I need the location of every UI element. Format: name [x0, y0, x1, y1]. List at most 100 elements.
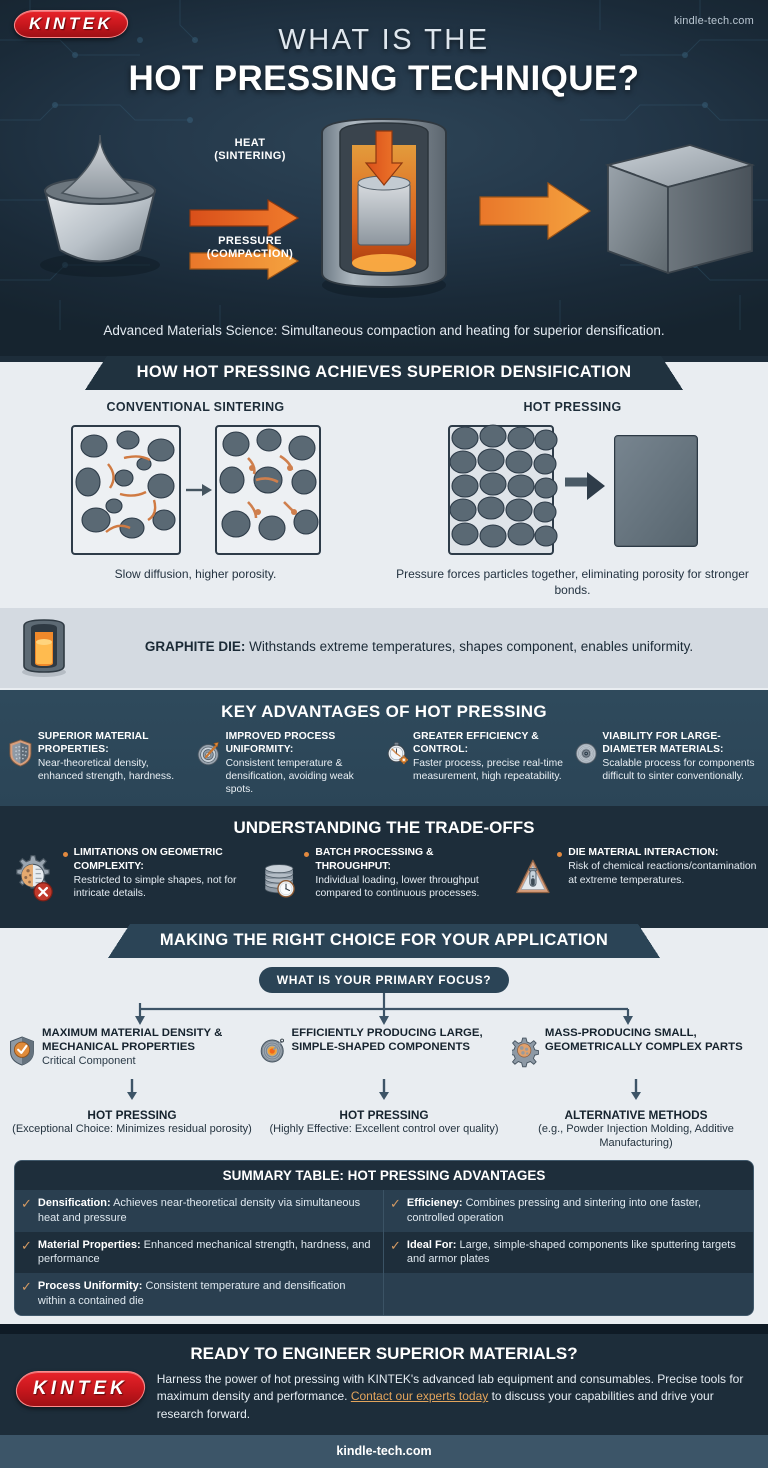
- choice-title: MASS-PRODUCING SMALL, GEOMETRICALLY COMP…: [544, 1027, 743, 1053]
- summary-cell-label: Efficieney:: [406, 1197, 463, 1210]
- graphite-die-band: GRAPHITE DIE: Withstands extreme tempera…: [0, 608, 768, 689]
- contact-experts-link[interactable]: Contact our experts today: [350, 1389, 489, 1404]
- densification-section: HOW HOT PRESSING ACHIEVES SUPERIOR DENSI…: [0, 356, 768, 691]
- summary-cell-label: Material Properties:: [37, 1238, 141, 1251]
- kintek-logo-footer-text: KINTEK: [33, 1377, 128, 1399]
- hazard-test-tube-icon: [516, 859, 550, 894]
- graphite-die-label: GRAPHITE DIE:: [144, 639, 246, 655]
- pressure-arrow-sublabel: (COMPACTION): [206, 247, 294, 260]
- choice-result: ALTERNATIVE METHODS: [564, 1108, 708, 1123]
- bullet-dot: [557, 852, 563, 858]
- tradeoffs-title: UNDERSTANDING THE TRADE-OFFS: [233, 818, 535, 838]
- hero-caption: Advanced Materials Science: Simultaneous…: [103, 323, 665, 338]
- check-icon: ✓: [21, 1279, 32, 1295]
- advantages-title: KEY ADVANTAGES OF HOT PRESSING: [221, 702, 547, 722]
- summary-cell: ✓ Densification: Achieves near-theoretic…: [15, 1190, 384, 1232]
- advantage-body: Faster process, precise real-time measur…: [413, 757, 563, 782]
- shield-check-icon: [10, 1036, 34, 1066]
- tradeoff-body: Individual loading, lower throughput com…: [315, 874, 480, 900]
- down-arrow-icon: [260, 1079, 508, 1106]
- summary-cell: ✓ Process Uniformity: Consistent tempera…: [15, 1273, 384, 1315]
- advantage-title: IMPROVED PROCESS UNIFORMITY:: [225, 731, 336, 756]
- target-arrow-icon: [197, 742, 219, 766]
- summary-cell-text: Consistent temperature and densification…: [37, 1280, 346, 1307]
- hot-pressing-heading: HOT PRESSING: [523, 400, 622, 414]
- tradeoff-item: BATCH PROCESSING & THROUGHPUT: Individua…: [263, 846, 506, 912]
- graphite-die-text: Withstands extreme temperatures, shapes …: [245, 639, 694, 655]
- tradeoffs-section: UNDERSTANDING THE TRADE-OFFS LIMI: [0, 806, 768, 925]
- stacked-discs-clock-icon: [264, 864, 295, 898]
- conventional-sintering-diagram: [70, 425, 321, 555]
- tradeoff-body: Risk of chemical reactions/contamination…: [568, 860, 757, 886]
- advantage-item: VIABILITY FOR LARGE-DIAMETER MATERIALS: …: [575, 730, 760, 796]
- summary-table: SUMMARY TABLE: HOT PRESSING ADVANTAGES ✓…: [14, 1160, 754, 1316]
- gear-error-icon: [16, 855, 53, 902]
- footer-url: kindle-tech.com: [0, 1435, 768, 1468]
- tradeoff-item: DIE MATERIAL INTERACTION: Risk of chemic…: [515, 846, 758, 912]
- summary-cell-text: Achieves near-theoretical density via si…: [37, 1197, 361, 1224]
- summary-cell: ✓ Ideal For: Large, simple-shaped compon…: [384, 1232, 753, 1274]
- tradeoff-title: DIE MATERIAL INTERACTION:: [568, 847, 719, 859]
- hot-pressing-diagram: [447, 424, 698, 555]
- cta-title: READY TO ENGINEER SUPERIOR MATERIALS?: [190, 1343, 578, 1363]
- shield-icon: [9, 739, 32, 767]
- hot-pressing-caption: Pressure forces particles together, elim…: [396, 567, 749, 597]
- choice-branch: EFFICIENTLY PRODUCING LARGE, SIMPLE-SHAP…: [260, 1027, 508, 1150]
- tradeoff-title: LIMITATIONS ON GEOMETRIC COMPLEXITY:: [73, 847, 223, 872]
- check-icon: ✓: [390, 1237, 401, 1253]
- kintek-logo-footer[interactable]: KINTEK: [13, 1370, 147, 1407]
- summary-cell-label: Densification:: [37, 1197, 111, 1210]
- choice-note: (e.g., Powder Injection Molding, Additiv…: [538, 1123, 734, 1150]
- choice-result: HOT PRESSING: [339, 1108, 429, 1123]
- summary-cell-text: Large, simple-shaped components like spu…: [406, 1238, 736, 1266]
- choice-branch: MAXIMUM MATERIAL DENSITY & MECHANICAL PR…: [8, 1027, 256, 1150]
- site-url-top: kindle-tech.com: [673, 15, 754, 27]
- tradeoff-item: LIMITATIONS ON GEOMETRIC COMPLEXITY: Res…: [10, 846, 253, 912]
- bullet-dot: [62, 852, 68, 858]
- conventional-sintering-caption: Slow diffusion, higher porosity.: [114, 567, 277, 581]
- summary-cell-label: Process Uniformity:: [37, 1280, 143, 1293]
- choice-title: EFFICIENTLY PRODUCING LARGE, SIMPLE-SHAP…: [291, 1027, 483, 1053]
- choice-banner: MAKING THE RIGHT CHOICE FOR YOUR APPLICA…: [107, 924, 661, 959]
- summary-cell: ✓ Material Properties: Enhanced mechanic…: [15, 1231, 384, 1274]
- advantage-item: IMPROVED PROCESS UNIFORMITY: Consistent …: [197, 730, 382, 796]
- graphite-die-icon: [22, 619, 66, 678]
- conventional-sintering-heading: CONVENTIONAL SINTERING: [106, 400, 285, 414]
- hero-title: WHAT IS THE HOT PRESSING TECHNIQUE?: [0, 24, 768, 99]
- primary-focus-question: WHAT IS YOUR PRIMARY FOCUS?: [258, 967, 510, 994]
- advantage-body: Consistent temperature & densification, …: [225, 757, 354, 795]
- bullet-dot: [304, 852, 310, 858]
- disc-target-icon: [575, 743, 597, 765]
- check-icon: ✓: [390, 1196, 401, 1212]
- pressure-arrow-label: PRESSURE: [218, 235, 282, 247]
- advantage-title: VIABILITY FOR LARGE-DIAMETER MATERIALS:: [602, 731, 724, 756]
- choice-result: HOT PRESSING: [87, 1108, 177, 1123]
- down-arrow-icon: [8, 1079, 256, 1106]
- hero-title-line1: WHAT IS THE: [278, 24, 490, 56]
- summary-cell-text: Enhanced mechanical strength, hardness, …: [37, 1238, 371, 1266]
- summary-cell-text: Combines pressing and sintering into one…: [406, 1197, 702, 1224]
- advantages-section: KEY ADVANTAGES OF HOT PRESSING SUPERIOR …: [0, 690, 768, 807]
- tradeoff-body: Restricted to simple shapes, not for int…: [73, 874, 237, 900]
- cta-body: Harness the power of hot pressing with K…: [157, 1371, 752, 1423]
- advantage-item: GREATER EFFICIENCY & CONTROL: Faster pro…: [386, 730, 571, 796]
- check-icon: ✓: [21, 1237, 32, 1253]
- check-icon: ✓: [21, 1196, 32, 1212]
- hot-pressing-column: HOT PRESSING: [389, 400, 756, 598]
- summary-table-title: SUMMARY TABLE: HOT PRESSING ADVANTAGES: [15, 1161, 753, 1191]
- down-arrow-icon: [512, 1079, 760, 1106]
- summary-cell-empty: [384, 1273, 753, 1315]
- choice-note: (Exceptional Choice: Minimizes residual …: [12, 1123, 252, 1136]
- choice-note: (Highly Effective: Excellent control ove…: [269, 1123, 499, 1136]
- heat-arrow-sublabel: (SINTERING): [214, 149, 286, 162]
- summary-cell-label: Ideal For:: [406, 1238, 457, 1251]
- decision-tree-connector: [0, 993, 768, 1027]
- advantage-title: SUPERIOR MATERIAL PROPERTIES:: [37, 731, 149, 756]
- advantage-title: GREATER EFFICIENCY & CONTROL:: [413, 731, 539, 756]
- densification-banner: HOW HOT PRESSING ACHIEVES SUPERIOR DENSI…: [84, 356, 684, 390]
- cta-section: READY TO ENGINEER SUPERIOR MATERIALS? KI…: [0, 1333, 768, 1436]
- hero-section: KINTEK kindle-tech.com WHAT IS THE HOT P…: [0, 0, 768, 356]
- stopwatch-gear-icon: [387, 742, 409, 765]
- choice-title: MAXIMUM MATERIAL DENSITY & MECHANICAL PR…: [41, 1027, 223, 1053]
- advantage-body: Scalable process for components difficul…: [602, 757, 755, 782]
